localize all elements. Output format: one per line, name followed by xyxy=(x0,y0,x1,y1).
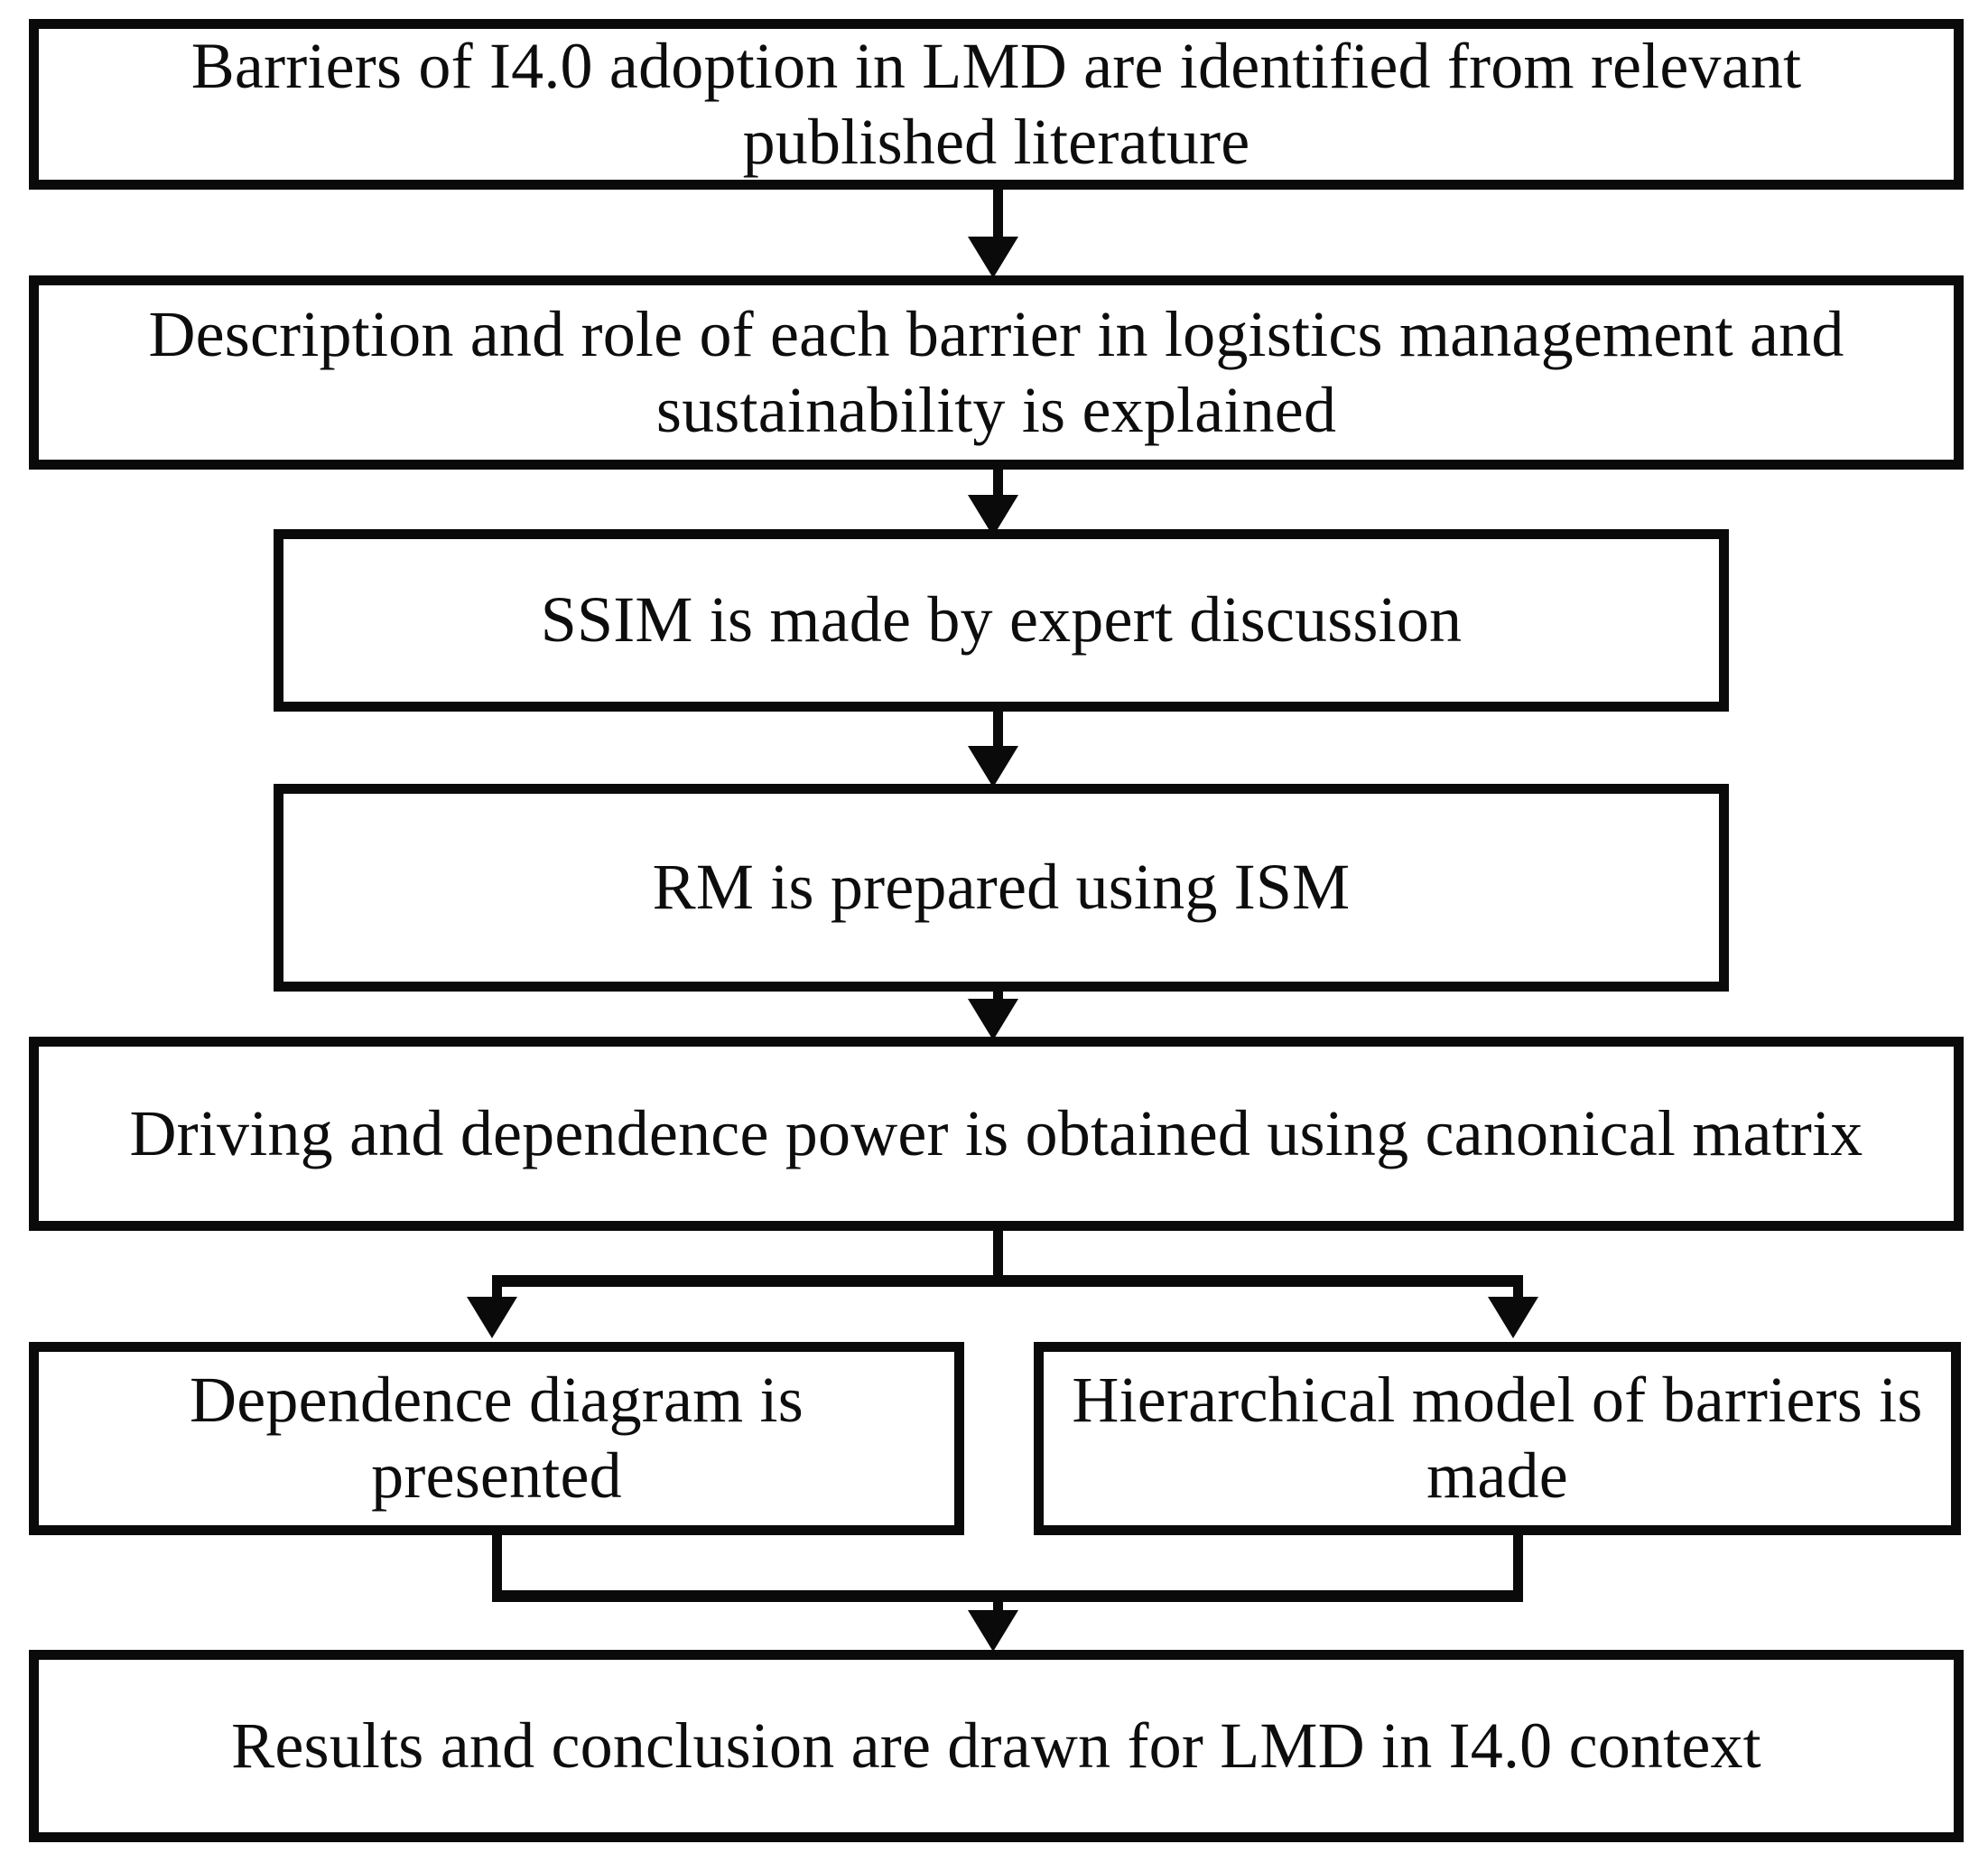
flow-node-label: SSIM is made by expert discussion xyxy=(540,583,1463,657)
connector-merge-left-line xyxy=(492,1535,502,1602)
flow-node-label: Results and conclusion are drawn for LMD… xyxy=(231,1709,1761,1782)
flow-node-rm-ism: RM is prepared using ISM xyxy=(274,784,1729,992)
flow-node-results-conclusion: Results and conclusion are drawn for LMD… xyxy=(29,1650,1964,1842)
connector-describe-to-ssim-line xyxy=(993,470,1003,502)
flow-node-hierarchical-model: Hierarchical model of barriers is made xyxy=(1034,1342,1961,1535)
flow-node-label: RM is prepared using ISM xyxy=(652,851,1351,924)
arrowhead-down-icon xyxy=(1488,1297,1538,1338)
flow-node-describe-barrier-role: Description and role of each barrier in … xyxy=(29,275,1964,470)
connector-identify-to-describe-line xyxy=(993,190,1003,242)
connector-ssim-to-rm-line xyxy=(993,712,1003,748)
connector-merge-horizontal-bar xyxy=(492,1590,1523,1602)
arrowhead-down-icon xyxy=(968,746,1018,787)
flow-node-ssim: SSIM is made by expert discussion xyxy=(274,529,1729,712)
connector-merge-right-line xyxy=(1513,1535,1523,1602)
arrowhead-down-icon xyxy=(968,1610,1018,1652)
arrowhead-down-icon xyxy=(968,999,1018,1040)
connector-split-right-drop-line xyxy=(1513,1275,1523,1300)
connector-split-stem-line xyxy=(993,1231,1003,1281)
arrowhead-down-icon xyxy=(467,1297,517,1338)
flow-node-label: Driving and dependence power is obtained… xyxy=(129,1096,1863,1169)
connector-split-left-drop-line xyxy=(492,1275,502,1300)
flow-node-identify-barriers: Barriers of I4.0 adoption in LMD are ide… xyxy=(29,19,1964,190)
flow-node-label: Hierarchical model of barriers is made xyxy=(1072,1364,1923,1512)
flow-node-dependence-diagram: Dependence diagram is presented xyxy=(29,1342,964,1535)
flow-node-label: Barriers of I4.0 adoption in LMD are ide… xyxy=(190,29,1802,178)
arrowhead-down-icon xyxy=(968,237,1018,278)
flow-node-label: Dependence diagram is presented xyxy=(190,1364,804,1512)
flow-node-label: Description and role of each barrier in … xyxy=(148,297,1844,446)
connector-split-horizontal-bar xyxy=(492,1275,1523,1287)
flow-node-driving-dependence-power: Driving and dependence power is obtained… xyxy=(29,1037,1964,1231)
